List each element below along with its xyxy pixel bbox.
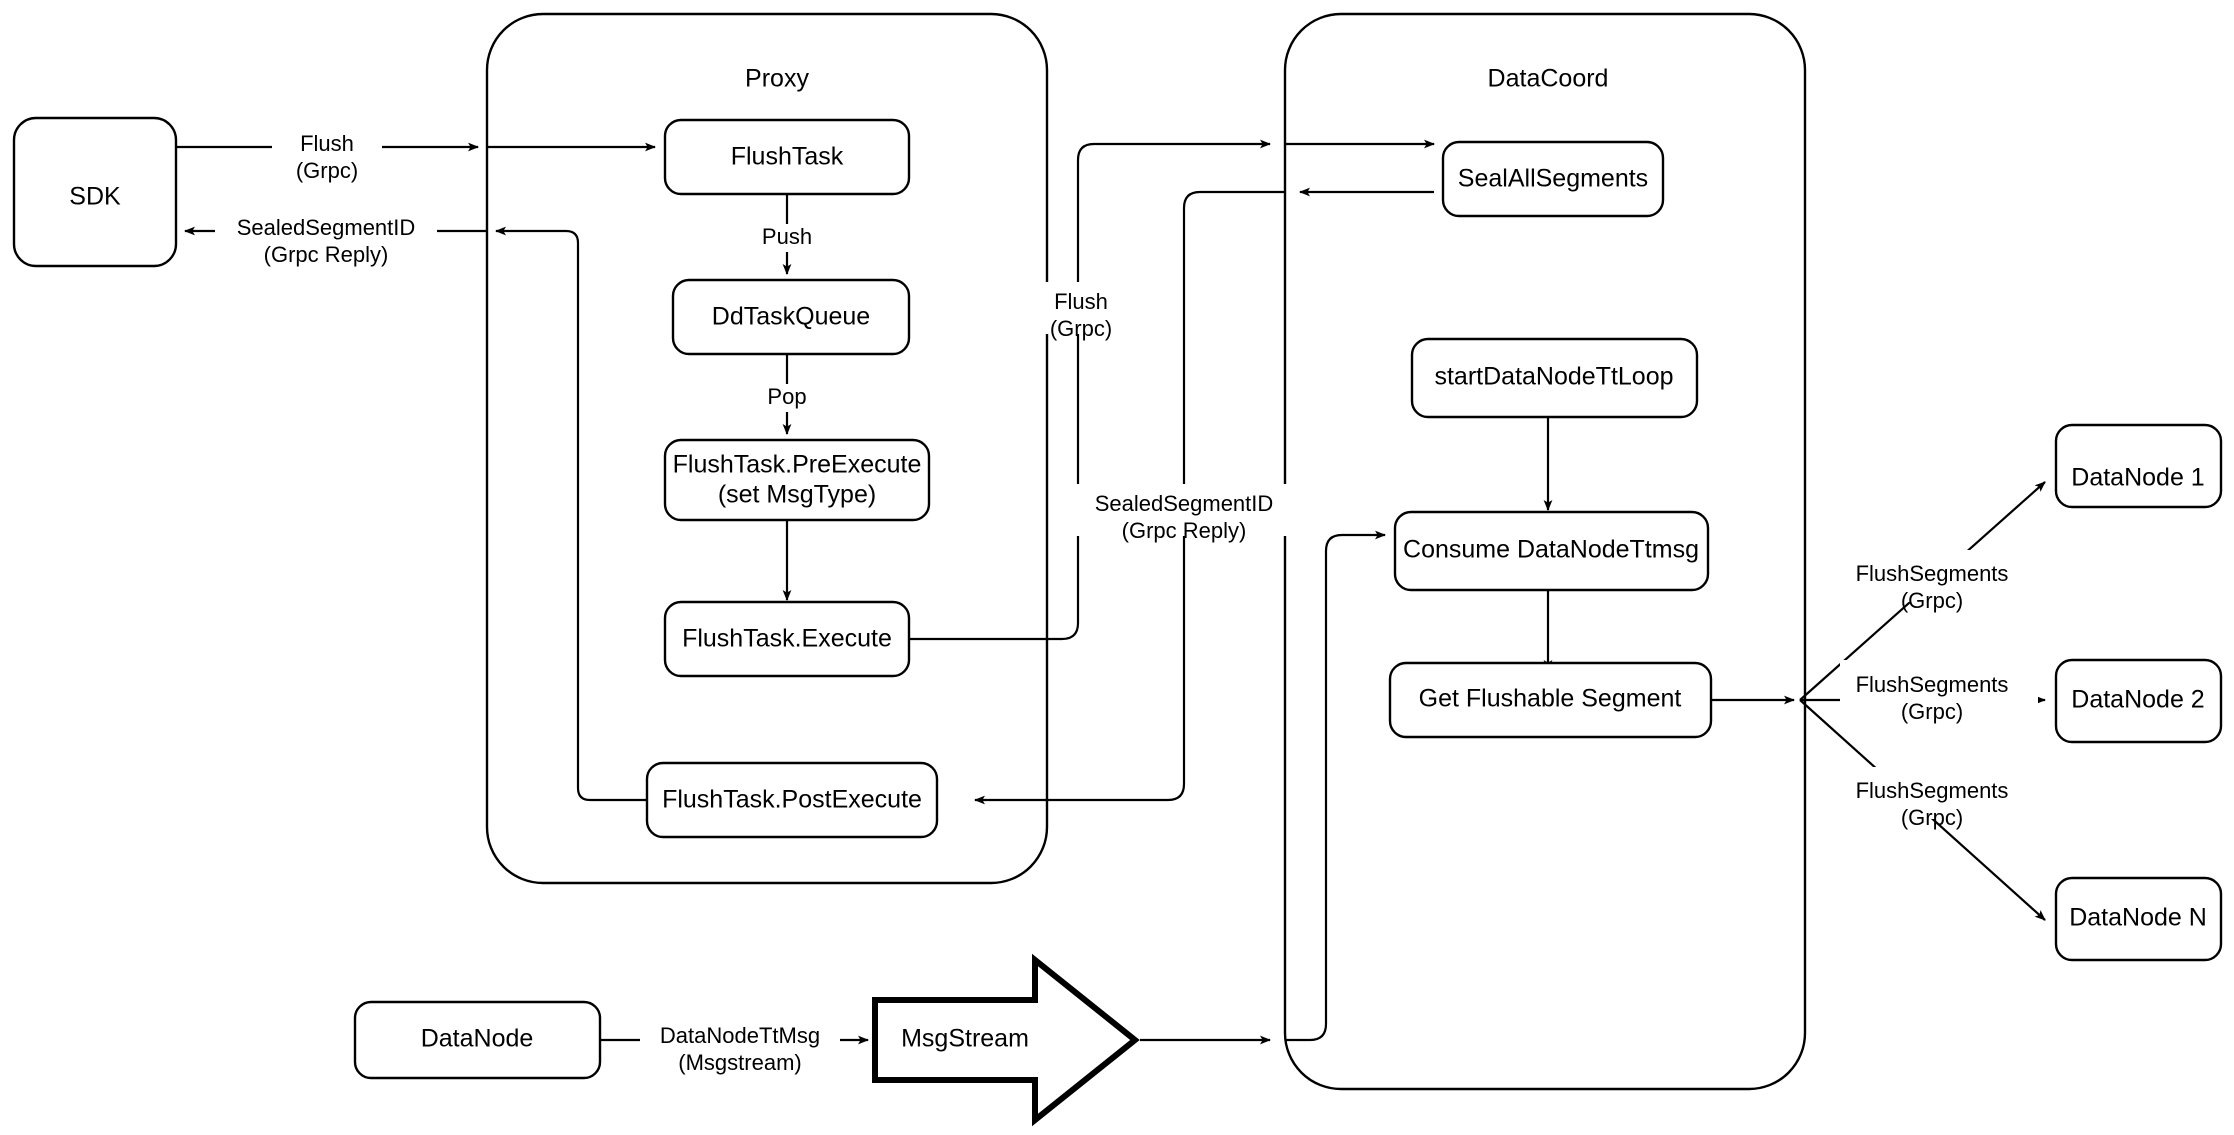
node-datanode-bottom[interactable] xyxy=(353,1000,602,1080)
edge-label-push: Push xyxy=(762,224,812,249)
node-flushtask-preexecute[interactable] xyxy=(663,438,931,522)
node-datanode-n-label: DataNode N xyxy=(2069,904,2207,932)
node-datanode-1-label: DataNode 1 xyxy=(2071,464,2204,492)
edge-label-flushsegments-2-line2: (Grpc) xyxy=(1901,699,1963,724)
node-get-flushable-segment[interactable] xyxy=(1388,661,1713,739)
node-sealallsegments-label: SealAllSegments xyxy=(1458,165,1648,193)
node-datanode-n[interactable] xyxy=(2054,876,2223,962)
node-datanode-1[interactable] xyxy=(2054,423,2223,509)
node-consume-datanode-ttmsg-label: Consume DataNodeTtmsg xyxy=(1403,536,1699,564)
edge-label-flushsegments-n-line2: (Grpc) xyxy=(1901,805,1963,830)
edge-postexecute-to-rail xyxy=(495,226,648,802)
node-sdk-label: SDK xyxy=(69,183,121,211)
edge-label-proxy-to-coord-line1: Flush xyxy=(1054,289,1108,314)
node-sdk[interactable] xyxy=(12,116,178,268)
node-msgstream[interactable] xyxy=(872,953,1140,1127)
node-datanode-2-label: DataNode 2 xyxy=(2071,686,2204,714)
node-flushtask-label: FlushTask xyxy=(731,143,844,171)
node-datanode-bottom-label: DataNode xyxy=(421,1025,534,1053)
edge-label-datanode-ttmsg-line1: DataNodeTtMsg xyxy=(660,1023,820,1048)
edge-label-datanode-ttmsg-line2: (Msgstream) xyxy=(678,1050,801,1075)
node-ddtaskqueue[interactable] xyxy=(671,278,911,356)
datacoord-container-title: DataCoord xyxy=(1488,65,1609,93)
edge-label-flushsegments-1-line2: (Grpc) xyxy=(1901,588,1963,613)
node-flushtask-postexecute[interactable] xyxy=(645,761,939,839)
node-flushtask-postexecute-label: FlushTask.PostExecute xyxy=(662,786,922,814)
node-get-flushable-segment-label: Get Flushable Segment xyxy=(1419,685,1682,713)
edge-execute-to-flush-rail xyxy=(908,139,1271,641)
proxy-container-title: Proxy xyxy=(745,65,809,93)
node-sealallsegments[interactable] xyxy=(1441,140,1665,218)
edge-label-pop: Pop xyxy=(767,384,806,409)
node-datanode-2[interactable] xyxy=(2054,658,2223,744)
node-ddtaskqueue-label: DdTaskQueue xyxy=(712,303,870,331)
edge-label-proxy-to-coord-line2: (Grpc) xyxy=(1050,316,1112,341)
node-startdatanodettloop-label: startDataNodeTtLoop xyxy=(1434,363,1673,391)
node-startdatanodettloop[interactable] xyxy=(1410,337,1699,419)
edge-label-sealedsegmentid-reply-line1: SealedSegmentID xyxy=(237,215,416,240)
node-flushtask-execute[interactable] xyxy=(663,600,911,678)
node-flushtask-preexecute-label-line2: (set MsgType) xyxy=(718,481,876,509)
edge-label-flushsegments-2-line1: FlushSegments xyxy=(1856,672,2009,697)
node-flushtask-preexecute-label-line1: FlushTask.PreExecute xyxy=(673,451,922,479)
edge-datacoord-to-consume xyxy=(1285,530,1386,1042)
edge-label-coord-to-proxy-line2: (Grpc Reply) xyxy=(1122,518,1247,543)
edge-label-flushsegments-1-line1: FlushSegments xyxy=(1856,561,2009,586)
node-consume-datanode-ttmsg[interactable] xyxy=(1393,510,1710,592)
edge-label-sealedsegmentid-reply-line2: (Grpc Reply) xyxy=(264,242,389,267)
edge-label-flush-grpc-line1: Flush xyxy=(300,131,354,156)
edge-label-flush-grpc-line2: (Grpc) xyxy=(296,158,358,183)
node-flushtask[interactable] xyxy=(663,118,911,196)
node-flushtask-execute-label: FlushTask.Execute xyxy=(682,625,892,653)
node-msgstream-label: MsgStream xyxy=(901,1025,1029,1053)
edge-label-flushsegments-n-line1: FlushSegments xyxy=(1856,778,2009,803)
edge-label-coord-to-proxy-line1: SealedSegmentID xyxy=(1095,491,1274,516)
